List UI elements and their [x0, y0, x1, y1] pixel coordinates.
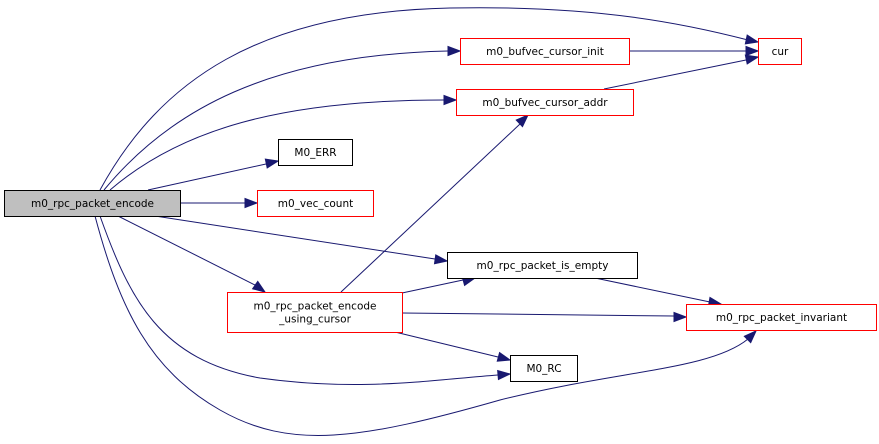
node-box[interactable] — [257, 190, 374, 217]
arrowhead-icon — [443, 94, 458, 106]
edge-line — [603, 59, 747, 90]
node-label: m0_rpc_packet_encode — [253, 301, 376, 313]
nodes-layer: m0_rpc_packet_encode m0_bufvec_cursor_ini… — [4, 38, 877, 382]
edge-encode-to-m0_rc — [99, 215, 512, 386]
node-cur[interactable]: cur — [758, 38, 802, 65]
node-box[interactable] — [4, 190, 181, 217]
node-m0-err[interactable]: M0_ERR — [278, 139, 353, 166]
node-box[interactable] — [758, 38, 802, 65]
node-box[interactable] — [447, 252, 638, 279]
edge-line — [154, 215, 436, 260]
arrowhead-icon — [744, 34, 760, 45]
node-label: cur — [772, 46, 789, 58]
edge-line — [109, 99, 445, 191]
node-is-empty[interactable]: m0_rpc_packet_is_empty — [447, 252, 638, 279]
node-box[interactable] — [686, 304, 877, 331]
node-box[interactable] — [456, 89, 634, 116]
edge-line — [401, 279, 464, 294]
edge-encode-to-is_empty — [154, 215, 449, 265]
node-cursor-init[interactable]: m0_bufvec_cursor_init — [460, 38, 630, 65]
arrowhead-icon — [743, 329, 758, 344]
edge-line — [401, 312, 675, 317]
edge-line — [594, 277, 711, 303]
node-cursor-addr[interactable]: m0_bufvec_cursor_addr — [456, 89, 634, 116]
node-label: m0_rpc_packet_invariant — [716, 312, 847, 324]
arrowhead-icon — [251, 280, 267, 293]
node-box[interactable] — [227, 292, 403, 333]
node-box[interactable] — [460, 38, 630, 65]
node-label: m0_rpc_packet_encode — [31, 198, 154, 210]
arrowhead-icon — [433, 254, 449, 265]
edge-line — [394, 331, 499, 358]
arrowhead-icon — [496, 351, 512, 362]
node-label: m0_vec_count — [278, 198, 353, 210]
edge-encode-to-invariant — [94, 215, 758, 436]
arrowhead-icon — [264, 158, 280, 169]
node-invariant[interactable]: m0_rpc_packet_invariant — [686, 304, 877, 331]
edge-cursor_init-to-cur — [629, 45, 760, 57]
edge-is_empty-to-invariant — [594, 277, 723, 307]
node-m0-rc[interactable]: M0_RC — [510, 355, 578, 382]
edge-using_cursor-to-cursor_addr — [340, 114, 530, 293]
edge-encode-to-cur — [99, 7, 760, 191]
arrowhead-icon — [744, 54, 760, 65]
node-label: M0_RC — [526, 363, 561, 375]
edge-encode-to-vec_count — [180, 197, 259, 209]
edge-cursor_addr-to-cur — [603, 54, 760, 90]
edges-layer — [94, 7, 760, 436]
node-vec-count[interactable]: m0_vec_count — [257, 190, 374, 217]
edge-line — [99, 215, 499, 386]
edge-line — [103, 50, 449, 191]
node-label: M0_ERR — [294, 147, 336, 159]
node-encode[interactable]: m0_rpc_packet_encode — [4, 190, 181, 217]
edge-line — [99, 7, 749, 191]
node-label: m0_bufvec_cursor_addr — [482, 97, 608, 109]
edge-encode-to-cursor_init — [103, 45, 462, 191]
arrowhead-icon — [515, 114, 530, 128]
arrowhead-icon — [447, 45, 462, 57]
edge-using_cursor-to-m0_rc — [394, 331, 512, 362]
node-using-cursor[interactable]: m0_rpc_packet_encode_using_cursor — [227, 292, 403, 333]
edge-encode-to-m0_err — [147, 158, 280, 191]
arrowhead-icon — [497, 369, 512, 381]
edge-line — [94, 215, 749, 436]
edge-encode-to-cursor_addr — [109, 94, 458, 191]
arrowhead-icon — [673, 311, 688, 323]
arrowhead-icon — [244, 197, 259, 209]
node-box[interactable] — [278, 139, 353, 166]
edge-using_cursor-to-invariant — [401, 311, 688, 323]
edge-line — [117, 215, 256, 286]
node-label: m0_bufvec_cursor_init — [486, 46, 604, 58]
arrowhead-icon — [745, 45, 760, 57]
node-box[interactable] — [510, 355, 578, 382]
edge-encode-to-using_cursor — [117, 215, 267, 293]
edge-line — [147, 163, 267, 191]
node-label: _using_cursor — [278, 314, 352, 326]
node-label: m0_rpc_packet_is_empty — [477, 260, 609, 272]
edge-line — [340, 123, 521, 293]
